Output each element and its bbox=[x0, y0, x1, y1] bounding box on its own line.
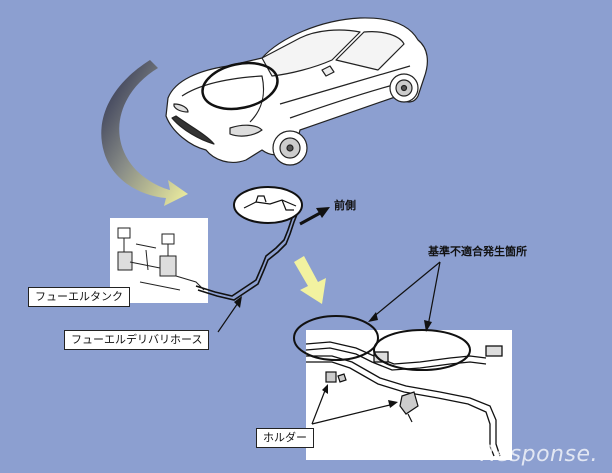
holder-leader-lines bbox=[311, 387, 395, 425]
car-illustration bbox=[165, 17, 428, 166]
fuel-delivery-hose-label: フューエルデリバリホース bbox=[64, 330, 210, 350]
nonconformity-label: 基準不適合発生箇所 bbox=[428, 245, 527, 258]
holder-parts bbox=[325, 371, 419, 423]
front-connector-part bbox=[243, 195, 297, 211]
car-highlight-ellipse bbox=[201, 61, 279, 111]
yellow-down-arrow bbox=[294, 256, 326, 304]
defect-ellipse-right bbox=[373, 329, 471, 371]
hose-leader-line bbox=[217, 299, 241, 333]
defect-ellipse-left bbox=[293, 315, 379, 361]
holder-label: ホルダー bbox=[256, 428, 314, 448]
fuel-tank-panel bbox=[110, 218, 208, 303]
fuel-tank-label: フューエルタンク bbox=[28, 287, 130, 307]
response-watermark: Response. bbox=[479, 442, 598, 467]
fuel-delivery-hose bbox=[195, 209, 299, 301]
nonconformity-leader-lines bbox=[371, 261, 441, 327]
front-label: 前側 bbox=[334, 199, 356, 212]
front-direction-arrow bbox=[299, 207, 330, 226]
front-connector-ellipse bbox=[233, 186, 303, 224]
detail-hose-assembly bbox=[305, 341, 503, 457]
curved-arrow bbox=[101, 60, 188, 206]
